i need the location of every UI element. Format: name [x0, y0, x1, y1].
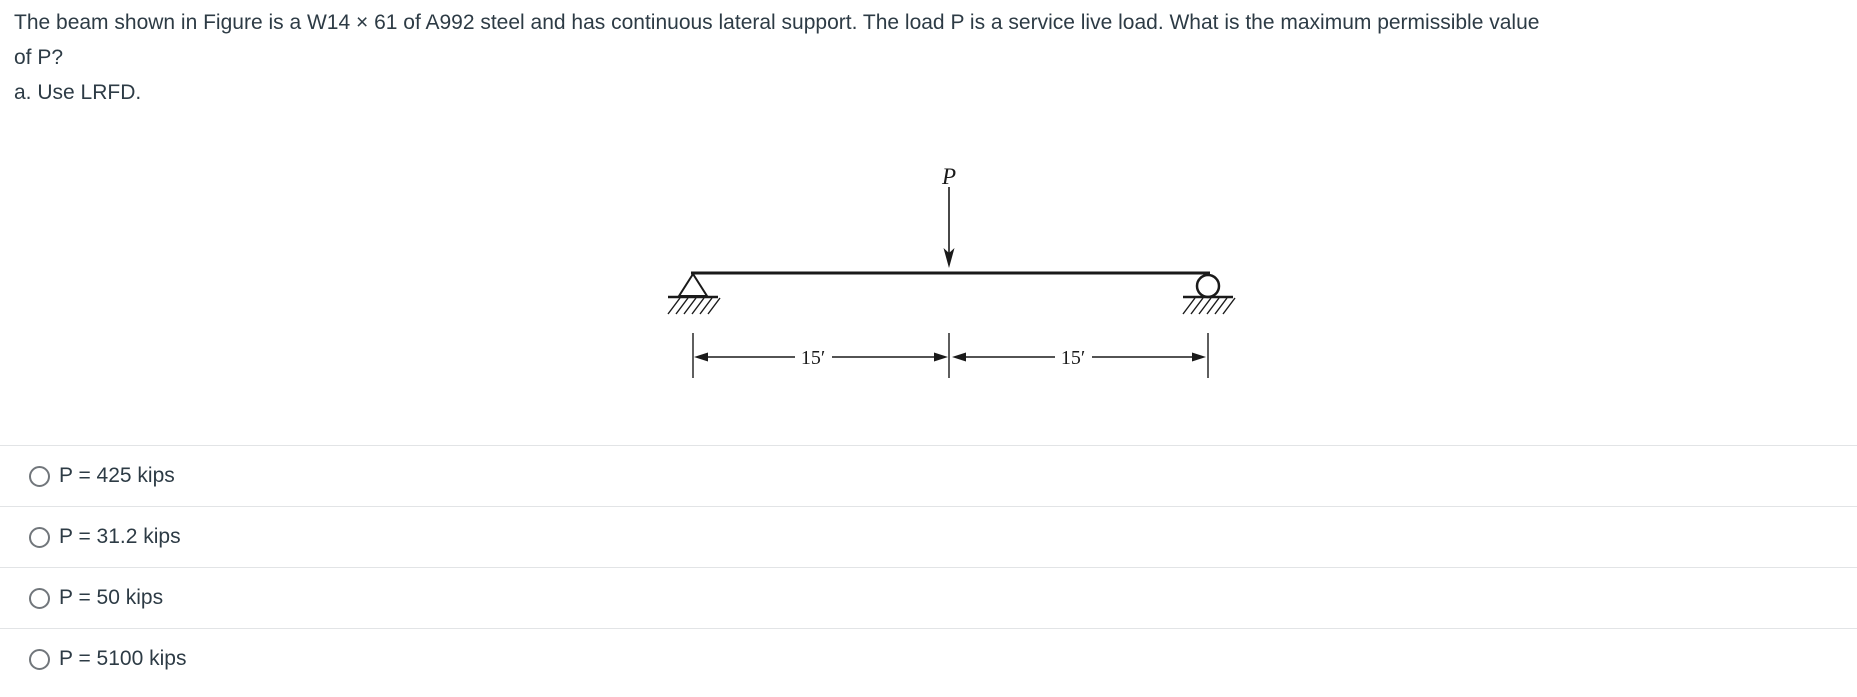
beam-diagram-svg: P 15′ 15′	[667, 164, 1236, 378]
dim-label-right: 15′	[1061, 347, 1085, 369]
question-instruction: a. Use LRFD.	[14, 81, 142, 104]
load-arrow-icon	[943, 187, 955, 268]
question-text-block: The beam shown in Figure is a W14 × 61 o…	[14, 5, 1847, 110]
answer-options: P = 425 kips P = 31.2 kips P = 50 kips P…	[0, 445, 1857, 689]
answer-option-2[interactable]: P = 31.2 kips	[0, 506, 1857, 567]
radio-button-2[interactable]	[29, 526, 50, 548]
answer-option-1-label: P = 425 kips	[59, 464, 175, 487]
answer-option-1[interactable]: P = 425 kips	[0, 445, 1857, 506]
question-text-line-2: of P?	[14, 46, 64, 69]
load-label: P	[941, 164, 956, 189]
dimension-line-right	[952, 352, 1206, 362]
answer-option-4[interactable]: P = 5100 kips	[0, 628, 1857, 689]
dimension-ticks	[692, 333, 1209, 378]
radio-button-3[interactable]	[29, 587, 50, 609]
question-text-line-1: The beam shown in Figure is a W14 × 61 o…	[14, 11, 1540, 34]
radio-button-1[interactable]	[29, 465, 50, 487]
roller-support-icon	[1182, 273, 1236, 315]
dim-label-left: 15′	[801, 347, 825, 369]
answer-option-3[interactable]: P = 50 kips	[0, 567, 1857, 628]
beam-figure: P 15′ 15′	[560, 135, 1260, 385]
dimension-line-left	[694, 352, 948, 362]
pin-support-icon	[667, 272, 721, 315]
answer-option-4-label: P = 5100 kips	[59, 647, 187, 670]
answer-option-3-label: P = 50 kips	[59, 586, 164, 609]
radio-button-4[interactable]	[29, 648, 50, 670]
answer-option-2-label: P = 31.2 kips	[59, 525, 181, 548]
